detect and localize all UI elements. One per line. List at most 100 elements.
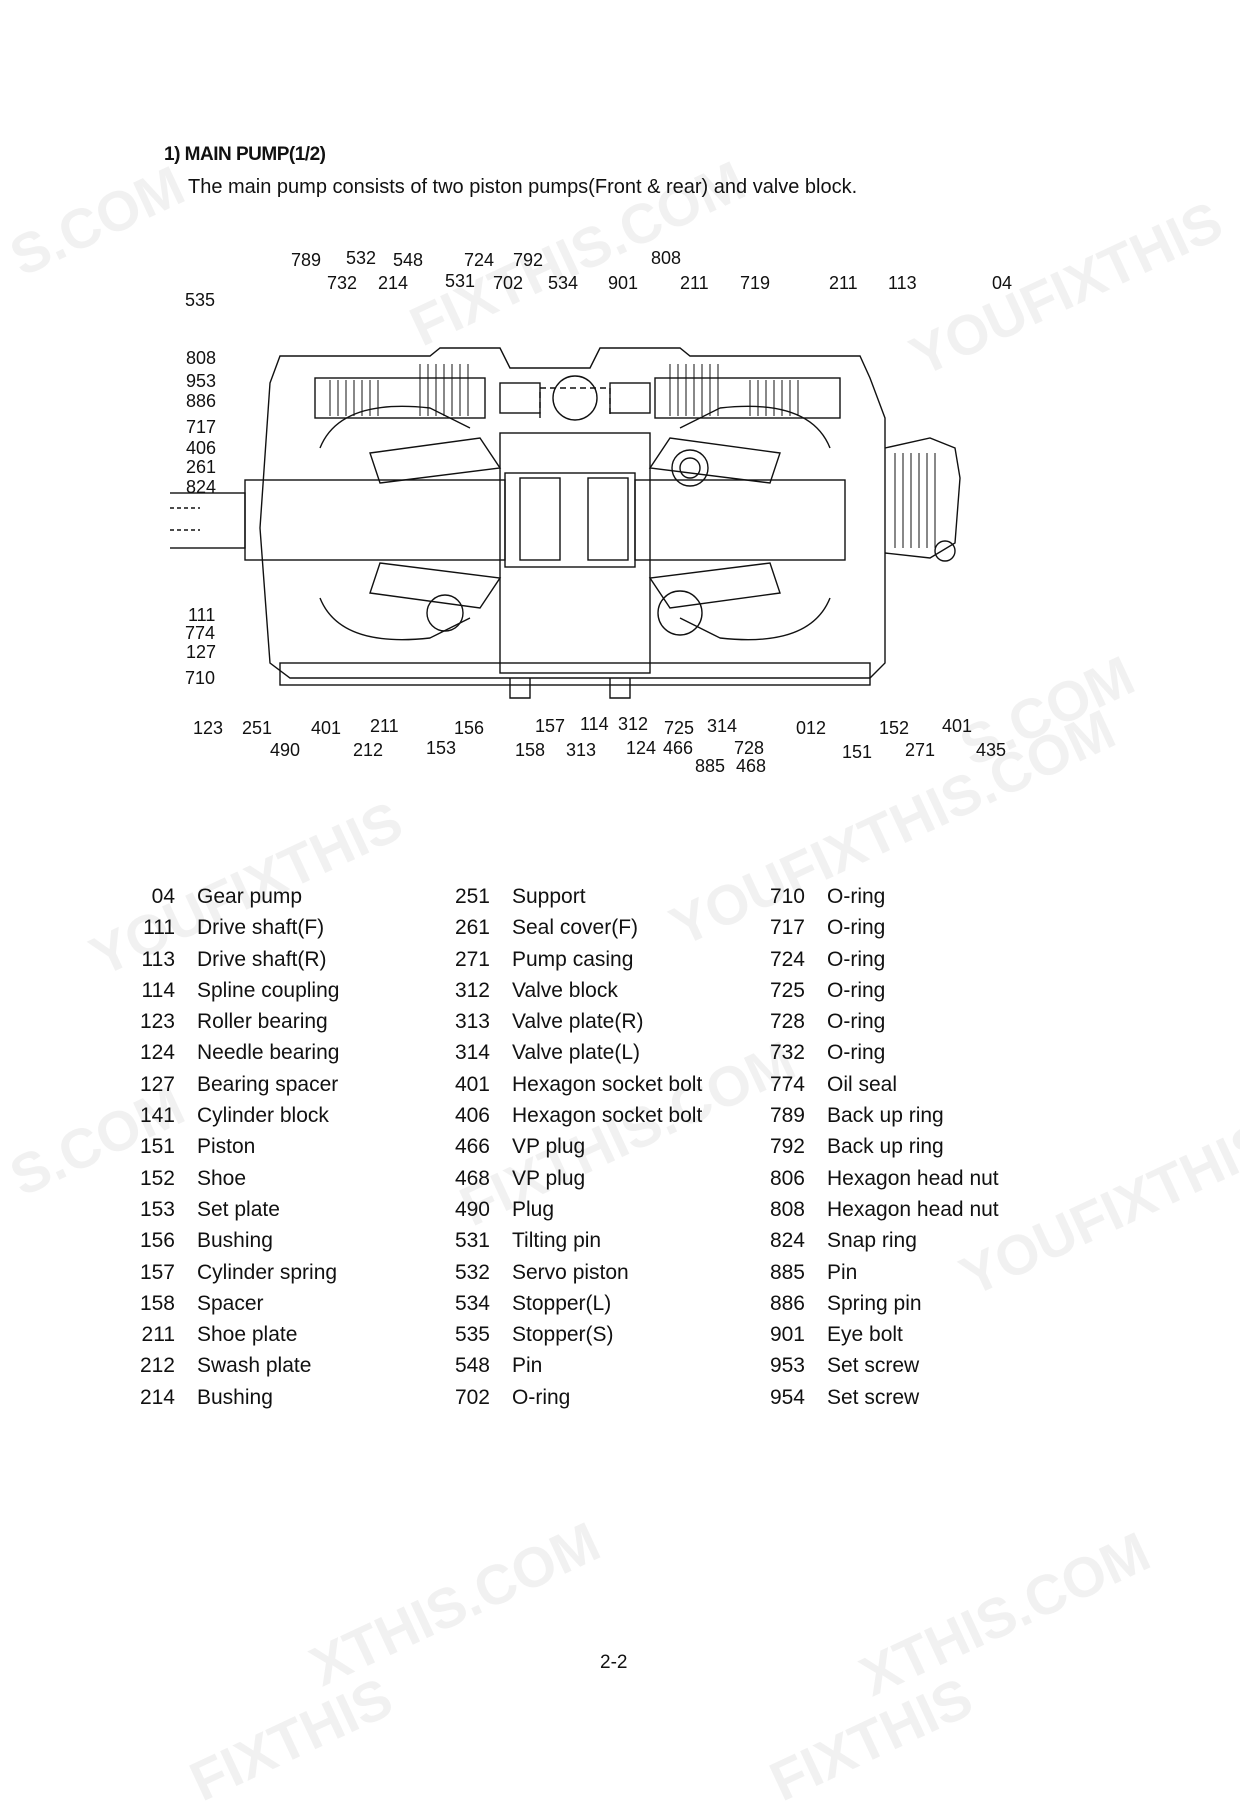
- part-name: Valve plate(R): [512, 1010, 644, 1034]
- pump-cross-section-figure: 789 532 548 724 792 808 732 214 531 702 …: [154, 249, 1020, 788]
- part-number: 114: [141, 978, 175, 1002]
- part-name: Back up ring: [827, 1135, 944, 1159]
- part-number: 314: [454, 1041, 490, 1065]
- callout-label: 158: [515, 740, 546, 760]
- part-number: 406: [454, 1104, 490, 1128]
- callout-label: 531: [445, 271, 476, 291]
- part-name: Hexagon head nut: [827, 1197, 999, 1221]
- part-name: O-ring: [827, 916, 886, 940]
- callout-label: 792: [513, 250, 544, 270]
- part-number: 490: [454, 1197, 490, 1221]
- callout-label: 153: [426, 738, 457, 758]
- part-name: VP plug: [512, 1135, 586, 1159]
- callout-label: 127: [186, 642, 217, 662]
- part-name: VP plug: [512, 1166, 586, 1190]
- part-name: Plug: [512, 1197, 555, 1221]
- callout-label: 211: [829, 273, 858, 293]
- part-name: Tilting pin: [512, 1229, 602, 1253]
- part-number: 401: [454, 1072, 490, 1096]
- part-number: 124: [139, 1041, 175, 1065]
- callout-label: 725: [664, 718, 695, 738]
- callout-label: 824: [186, 477, 217, 497]
- part-number: 953: [769, 1354, 805, 1378]
- part-name: Cylinder block: [197, 1104, 329, 1128]
- callout-label: 490: [270, 740, 301, 760]
- part-number: 792: [769, 1135, 805, 1159]
- callout-label: 728: [734, 738, 765, 758]
- watermark: S.COM: [0, 153, 194, 289]
- part-number: 153: [139, 1197, 175, 1221]
- part-name: O-ring: [827, 1010, 886, 1034]
- part-number: 717: [769, 916, 805, 940]
- part-name: Valve block: [512, 978, 618, 1002]
- part-number: 312: [454, 978, 490, 1002]
- callout-label: 808: [186, 348, 217, 368]
- callout-label: 012: [796, 718, 827, 738]
- part-number: 468: [454, 1166, 490, 1190]
- part-name: Spline coupling: [197, 978, 340, 1002]
- part-number: 806: [769, 1166, 805, 1190]
- part-name: Bushing: [197, 1229, 273, 1253]
- part-number: 774: [769, 1072, 805, 1096]
- part-name: Swash plate: [197, 1354, 312, 1378]
- callout-label: 435: [976, 740, 1007, 760]
- watermark: FIXTHIS: [760, 1665, 982, 1814]
- part-number: 127: [139, 1072, 175, 1096]
- part-number: 261: [454, 916, 490, 940]
- part-name: Drive shaft(F): [197, 916, 325, 940]
- callout-label: 312: [618, 714, 649, 734]
- part-number: 901: [769, 1323, 805, 1347]
- part-number: 157: [139, 1260, 175, 1284]
- watermark: XTHIS.COM: [300, 1509, 610, 1699]
- part-number: 724: [769, 947, 805, 971]
- part-number: 710: [769, 885, 805, 908]
- part-number: 466: [454, 1135, 490, 1159]
- callout-label: 953: [186, 371, 217, 391]
- part-name: Support: [512, 885, 586, 908]
- part-number: 885: [769, 1260, 805, 1284]
- part-name: Pin: [827, 1260, 858, 1284]
- part-name: Set plate: [197, 1197, 280, 1221]
- part-number: 824: [769, 1229, 805, 1253]
- callout-label: 886: [186, 391, 217, 411]
- part-number: 535: [454, 1323, 490, 1347]
- part-name: Roller bearing: [197, 1010, 328, 1034]
- part-name: Shoe: [197, 1166, 247, 1190]
- part-name: Valve plate(L): [512, 1041, 641, 1065]
- part-name: Seal cover(F): [512, 916, 639, 940]
- callout-label: 212: [353, 740, 384, 760]
- callout-label: 04: [992, 273, 1013, 293]
- callout-label: 261: [186, 457, 217, 477]
- callout-label: 314: [707, 716, 738, 736]
- callout-label: 885: [695, 756, 726, 776]
- callout-label: 710: [185, 668, 216, 688]
- callout-label: 214: [378, 273, 409, 293]
- part-name: Pump casing: [512, 947, 634, 971]
- part-name: Hexagon socket bolt: [512, 1104, 703, 1128]
- watermark: XTHIS.COM: [850, 1519, 1160, 1709]
- callout-label: 271: [905, 740, 936, 760]
- part-number: 113: [141, 947, 175, 971]
- part-name: Oil seal: [827, 1072, 898, 1096]
- callout-label: 534: [548, 273, 579, 293]
- part-number: 728: [769, 1010, 805, 1034]
- callout-label: 111: [188, 605, 216, 625]
- part-number: 702: [454, 1385, 490, 1409]
- callout-label: 789: [291, 250, 322, 270]
- part-name: Stopper(L): [512, 1291, 612, 1315]
- callout-label: 211: [680, 273, 709, 293]
- part-number: 789: [769, 1104, 805, 1128]
- callout-label: 157: [535, 716, 566, 736]
- part-number: 534: [454, 1291, 490, 1315]
- part-name: Snap ring: [827, 1229, 917, 1253]
- callout-label: 251: [242, 718, 273, 738]
- part-name: Hexagon head nut: [827, 1166, 999, 1190]
- callout-label: 152: [879, 718, 910, 738]
- callout-label: 468: [736, 756, 767, 776]
- part-name: Bushing: [197, 1385, 273, 1409]
- callout-label: 774: [185, 623, 216, 643]
- part-number: 532: [454, 1260, 490, 1284]
- part-number: 04: [151, 885, 175, 908]
- part-name: Piston: [197, 1135, 256, 1159]
- callout-label: 156: [454, 718, 485, 738]
